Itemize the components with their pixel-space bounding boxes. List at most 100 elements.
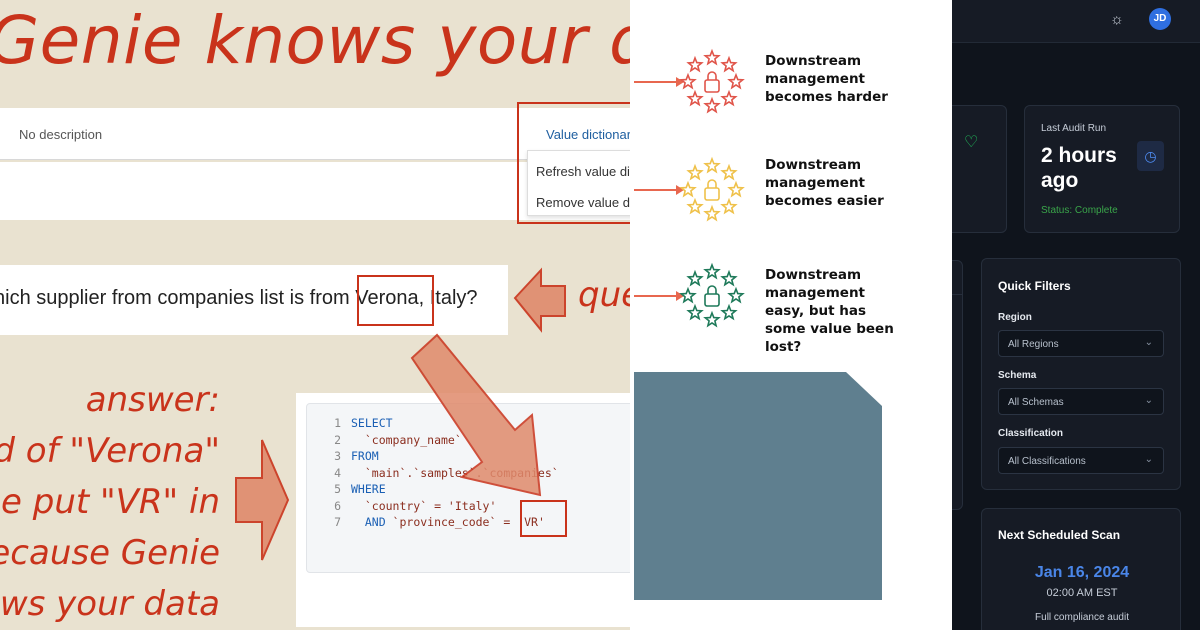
- code-line: 7 AND `province_code` = 'VR': [307, 515, 545, 531]
- vr-highlight: [520, 500, 567, 537]
- classification-label: Classification: [998, 428, 1064, 439]
- region-select-value: All Regions: [1008, 339, 1059, 350]
- answer-line: ows your data: [0, 584, 220, 624]
- code-line: 6 `country` = 'Italy': [307, 499, 496, 515]
- next-scan-card: Next Scheduled Scan Jan 16, 2024 02:00 A…: [981, 508, 1181, 630]
- star-icon: [686, 55, 704, 73]
- next-scan-description: Full compliance audit: [1035, 612, 1129, 623]
- chevron-down-icon: ⌄: [1144, 337, 1153, 348]
- genie-slide-panel: Genie knows your data No description Val…: [0, 0, 630, 630]
- value-dictionary-highlight: [517, 102, 630, 224]
- code-token: `province_code` = 'VR': [385, 515, 545, 529]
- downstream-harder-text: Downstream management becomes harder: [765, 53, 888, 105]
- star-icon: [720, 163, 738, 181]
- star-icon: [720, 269, 738, 287]
- code-token: AND: [351, 515, 386, 529]
- line-number: 1: [334, 416, 341, 430]
- schema-select[interactable]: All Schemas ⌄: [998, 388, 1164, 415]
- answer-text: answer: d of "Verona" e put "VR" in ecau…: [0, 375, 220, 630]
- answer-line: e put "VR" in: [1, 482, 220, 522]
- compliance-dashboard: ☼ JD ♡ Last Audit Run 2 hours ago ◷ Stat…: [952, 0, 1200, 630]
- last-audit-label: Last Audit Run: [1041, 123, 1107, 134]
- code-token: `company_name`: [351, 432, 462, 447]
- slate-shape: [634, 372, 882, 600]
- arrow-head-icon: [676, 77, 684, 87]
- chevron-down-icon: ⌄: [1144, 454, 1153, 465]
- description-placeholder[interactable]: No description: [19, 127, 103, 142]
- line-number: 3: [334, 449, 341, 463]
- star-icon: [727, 180, 745, 198]
- lock-shackle: [707, 285, 717, 294]
- star-icon: [703, 48, 721, 66]
- remove-value-dictionary-item[interactable]: Remove value dic: [536, 195, 630, 210]
- sun-icon[interactable]: ☼: [1110, 11, 1124, 28]
- status-badge: Status: Complete: [1041, 205, 1118, 216]
- top-bar: ☼ JD: [952, 0, 1200, 43]
- star-icon: [703, 310, 721, 328]
- star-icon: [703, 96, 721, 114]
- side-card: [952, 260, 963, 510]
- classification-select[interactable]: All Classifications ⌄: [998, 447, 1164, 474]
- star-icon: [686, 197, 704, 215]
- chevron-down-icon: ⌄: [1144, 395, 1153, 406]
- last-audit-value: 2 hours: [1041, 144, 1117, 167]
- star-ring-lock-icon: [679, 48, 745, 114]
- arrow-head-icon: [676, 185, 684, 195]
- refresh-value-dictionary-item[interactable]: Refresh value dic: [536, 164, 630, 179]
- avatar[interactable]: JD: [1149, 8, 1171, 30]
- slide-headline: Genie knows your data: [0, 2, 630, 79]
- lock-body: [704, 187, 720, 201]
- line-number: 5: [334, 482, 341, 496]
- star-icon: [686, 163, 704, 181]
- lock-shackle: [707, 179, 717, 188]
- star-icon: [703, 262, 721, 280]
- star-ring-lock-icon: [679, 262, 745, 328]
- star-icon: [686, 89, 704, 107]
- star-icon: [686, 269, 704, 287]
- star-icon: [679, 72, 697, 90]
- description-bar: No description: [0, 108, 630, 160]
- next-scan-date: Jan 16, 2024: [1034, 564, 1130, 581]
- star-ring-lock-icon: [679, 156, 745, 222]
- line-number: 6: [334, 498, 341, 513]
- last-audit-value: ago: [1041, 169, 1079, 192]
- star-icon: [686, 303, 704, 321]
- downstream-easier-text: Downstream management becomes easier: [765, 157, 884, 209]
- right-pointing-arrow-icon: [235, 439, 290, 561]
- star-icon: [720, 89, 738, 107]
- code-line: 2 `company_name`: [307, 433, 462, 449]
- schema-label: Schema: [998, 370, 1037, 381]
- left-pointing-arrow-icon: [513, 267, 566, 333]
- value-dictionary-link[interactable]: Value dictionar: [546, 127, 630, 142]
- last-audit-card: Last Audit Run 2 hours ago ◷ Status: Com…: [1024, 105, 1180, 233]
- star-icon: [679, 180, 697, 198]
- question-label: que: [578, 275, 630, 315]
- star-icon: [720, 55, 738, 73]
- diagonal-arrow-icon: [410, 333, 542, 497]
- arrow-head-icon: [676, 291, 684, 301]
- answer-line: ecause Genie: [0, 533, 220, 573]
- downstream-lost-text: Downstream management easy, but has some…: [765, 267, 894, 355]
- star-icon: [679, 286, 697, 304]
- schema-select-value: All Schemas: [1008, 397, 1064, 408]
- lock-shackle: [707, 71, 717, 80]
- verona-highlight: [357, 275, 434, 326]
- answer-line: d of "Verona": [0, 431, 220, 471]
- lock-body: [704, 293, 720, 307]
- lock-body: [704, 79, 720, 93]
- description-area: [0, 162, 630, 220]
- region-select[interactable]: All Regions ⌄: [998, 330, 1164, 357]
- star-icon: [727, 72, 745, 90]
- value-dictionary-menu: Refresh value dic Remove value dic: [527, 150, 630, 216]
- next-scan-time: 02:00 AM EST: [1046, 587, 1118, 599]
- arrow-overlay: [235, 267, 566, 561]
- star-icon: [727, 286, 745, 304]
- star-icon: [703, 204, 721, 222]
- line-number: 2: [334, 432, 341, 447]
- star-icon: [720, 303, 738, 321]
- line-number: 7: [334, 515, 341, 529]
